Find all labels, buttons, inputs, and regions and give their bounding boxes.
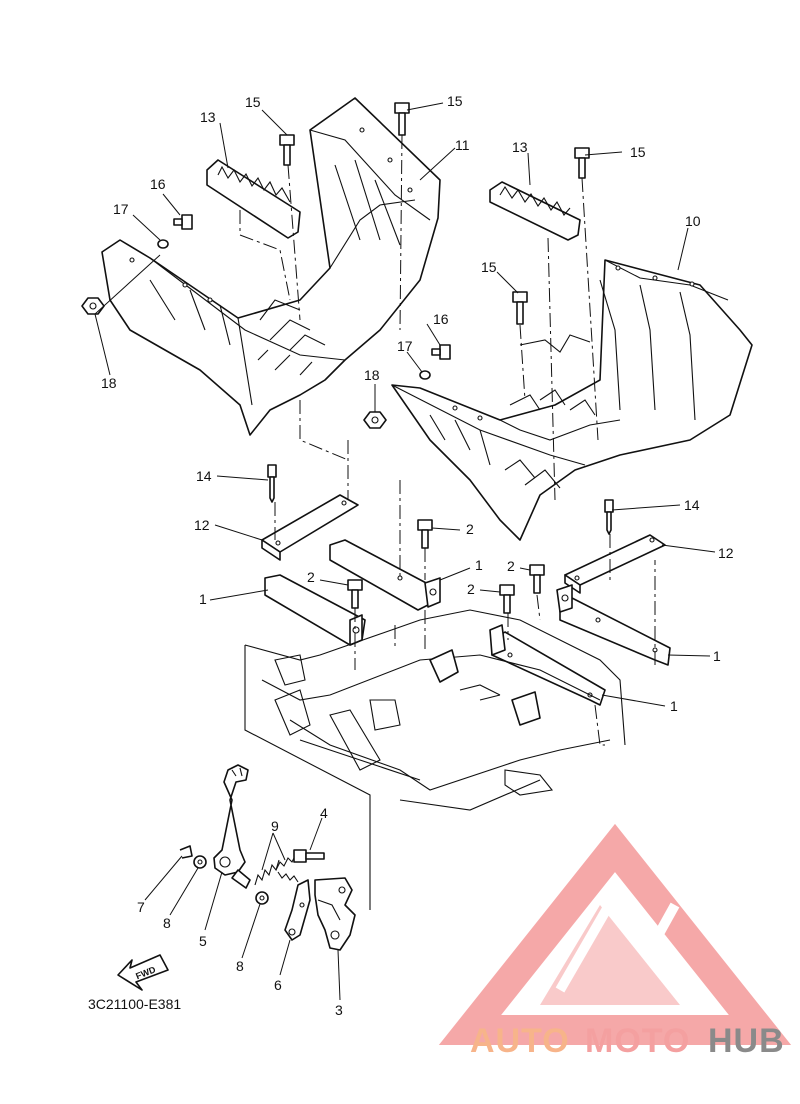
callouts: 15 15 15 15 13 13 11 10 16 16 17 17 18 1… [101, 93, 734, 1018]
rivet-14-right [604, 499, 614, 535]
callout-15: 15 [481, 259, 497, 275]
callout-11: 11 [455, 137, 470, 153]
washer-8-a [193, 855, 207, 869]
watermark-logo [438, 823, 792, 1045]
callout-10: 10 [685, 213, 701, 229]
watermark-word-moto: MOTO [585, 1022, 690, 1060]
callout-1: 1 [670, 698, 678, 714]
assembly-guides [239, 134, 656, 746]
plate-12-right [564, 534, 666, 594]
callout-14: 14 [684, 497, 700, 513]
callout-17: 17 [397, 338, 413, 354]
clip-17-left [157, 239, 169, 249]
callout-13: 13 [200, 109, 216, 125]
rivet-14-left [267, 464, 277, 503]
lever-6 [284, 879, 311, 941]
bracket-1-b [329, 539, 441, 611]
bolt-15-mid [512, 291, 528, 325]
nut-18-left [81, 297, 105, 315]
callout-6: 6 [274, 977, 282, 993]
watermark-word-hub: HUB [708, 1022, 785, 1060]
callout-15: 15 [630, 144, 646, 160]
spring-9 [254, 853, 297, 886]
leader-lines [94, 102, 716, 1001]
diagram-code: 3C21100-E381 [88, 996, 181, 1012]
callout-9: 9 [271, 818, 279, 834]
callout-8: 8 [236, 958, 244, 974]
callout-16: 16 [150, 176, 166, 192]
watermark-word-auto: AUTO [470, 1022, 570, 1060]
callout-2: 2 [466, 521, 474, 537]
callout-15: 15 [447, 93, 463, 109]
callout-15: 15 [245, 94, 261, 110]
bracket-1-d [489, 624, 606, 706]
clip-7 [179, 845, 193, 859]
bracket-3 [314, 877, 356, 951]
callout-3: 3 [335, 1002, 343, 1018]
washer-8-b [255, 891, 269, 905]
bolt-15-left [279, 134, 295, 166]
bracket-1-c [556, 584, 671, 666]
left-footrest-board [101, 97, 441, 436]
callout-2: 2 [467, 581, 475, 597]
callout-12: 12 [194, 517, 210, 533]
callout-7: 7 [137, 899, 145, 915]
fwd-arrow-icon: FWD [117, 954, 169, 991]
callout-1: 1 [199, 591, 207, 607]
callout-1: 1 [713, 648, 721, 664]
left-foot-grip [206, 159, 301, 239]
callout-18: 18 [364, 367, 380, 383]
right-footrest-board [391, 259, 753, 541]
bolt-15-center [394, 102, 410, 136]
callout-4: 4 [320, 805, 328, 821]
clip-17-right [419, 370, 431, 380]
plate-12-left [261, 494, 359, 561]
callout-8: 8 [163, 915, 171, 931]
callout-2: 2 [307, 569, 315, 585]
callout-2: 2 [507, 558, 515, 574]
callout-18: 18 [101, 375, 117, 391]
callout-5: 5 [199, 933, 207, 949]
right-foot-grip [489, 181, 581, 241]
bolt-2-d [499, 584, 515, 614]
frame-outline [244, 609, 626, 910]
callout-16: 16 [433, 311, 449, 327]
callout-13: 13 [512, 139, 528, 155]
bolt-2-b [347, 579, 363, 609]
bolt-2-c [529, 564, 545, 594]
callout-14: 14 [196, 468, 212, 484]
nut-18-right [363, 411, 387, 429]
bolt-15-right [574, 147, 590, 179]
callout-1: 1 [475, 557, 483, 573]
bolt-2-a [417, 519, 433, 549]
bolt-4 [293, 849, 325, 863]
screw-16-left [173, 214, 193, 230]
callout-12: 12 [718, 545, 734, 561]
brake-pedal [213, 764, 251, 889]
callout-17: 17 [113, 201, 129, 217]
spring-9b [277, 871, 299, 883]
screw-16-right [431, 344, 451, 360]
